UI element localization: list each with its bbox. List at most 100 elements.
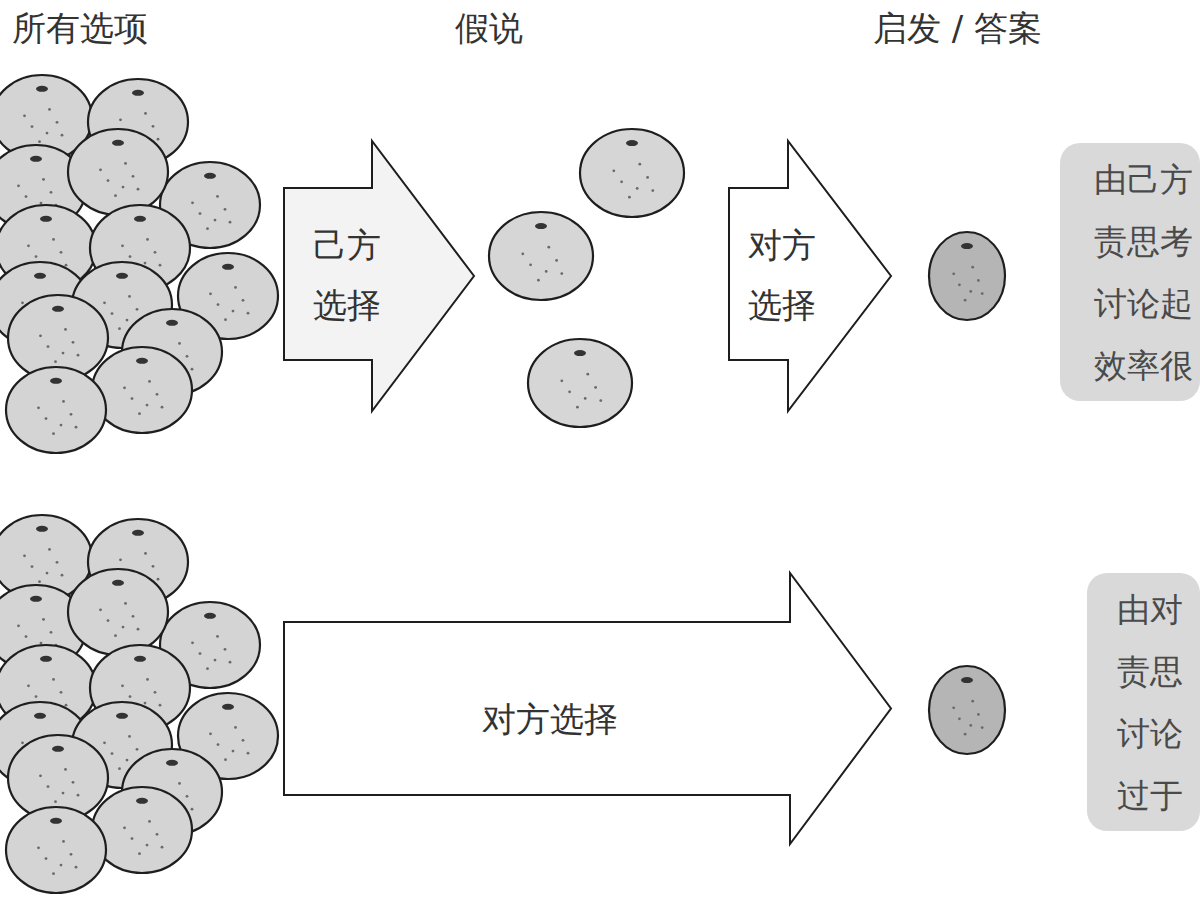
orange-body [929, 232, 1005, 320]
orange-speck [206, 667, 209, 670]
orange-speck [77, 794, 80, 797]
orange-illustration [68, 569, 168, 655]
orange-speck [99, 608, 102, 611]
orange-speck [628, 196, 631, 199]
orange-speck [123, 386, 126, 389]
orange-speck [612, 169, 615, 172]
orange-illustration [528, 339, 632, 427]
orange-speck [206, 227, 209, 230]
orange-speck [124, 162, 127, 165]
orange-speck [118, 767, 121, 770]
orange-speck [568, 390, 571, 393]
orange-speck [27, 684, 30, 687]
orange-speck [157, 578, 160, 581]
orange-speck [62, 792, 65, 795]
orange-speck [521, 252, 524, 255]
orange-speck [61, 574, 64, 577]
orange-body [528, 339, 632, 427]
orange-stem [52, 746, 64, 752]
orange-speck [952, 272, 955, 275]
orange-speck [122, 186, 125, 189]
orange-speck [25, 195, 28, 198]
orange-speck [186, 355, 189, 358]
orange-stem [166, 320, 178, 326]
orange-stem [136, 798, 148, 804]
orange-speck [964, 299, 967, 302]
orange-speck [969, 290, 972, 293]
column-heading: 启发 / 答案 [873, 8, 1042, 48]
orange-speck [47, 345, 50, 348]
orange-illustration [6, 807, 106, 893]
result-box: 由对 责思 讨论 过于 [1087, 573, 1200, 831]
orange-speck [70, 853, 73, 856]
orange-speck [65, 704, 68, 707]
orange-speck [25, 635, 28, 638]
orange-speck [31, 125, 34, 128]
orange-speck [60, 691, 63, 694]
orange-speck [136, 748, 139, 751]
orange-speck [199, 652, 202, 655]
orange-stem [34, 273, 46, 279]
orange-stem [36, 86, 48, 92]
orange-speck [156, 833, 159, 836]
orange-speck [132, 175, 135, 178]
orange-speck [971, 266, 974, 269]
orange-speck [21, 741, 24, 744]
orange-speck [132, 615, 135, 618]
orange-stem [50, 378, 62, 384]
orange-speck [62, 352, 65, 355]
orange-stem [134, 656, 146, 662]
orange-speck [65, 264, 68, 267]
orange-speck [103, 741, 106, 744]
orange-speck [636, 187, 639, 190]
orange-speck [144, 262, 147, 265]
result-text: 由对 责思 讨论 过于 [1117, 579, 1200, 827]
orange-speck [146, 678, 149, 681]
orange-speck [161, 846, 164, 849]
orange-body [68, 569, 168, 655]
orange-speck [646, 176, 649, 179]
orange-speck [969, 724, 972, 727]
arrow-shape [284, 573, 891, 844]
orange-stem [40, 216, 52, 222]
orange-speck [146, 404, 149, 407]
arrow-label: 己方 选择 [313, 215, 403, 335]
orange-speck [60, 864, 63, 867]
orange-speck [103, 301, 106, 304]
orange-stem [204, 173, 216, 179]
orange-speck [981, 726, 984, 729]
orange-speck [529, 263, 532, 266]
orange-speck [119, 118, 122, 121]
orange-speck [144, 552, 147, 555]
orange-speck [27, 244, 30, 247]
orange-stem [961, 243, 973, 249]
orange-stem [132, 530, 144, 536]
orange-speck [60, 424, 63, 427]
block-arrow: 对方选择 [283, 572, 892, 845]
orange-body [68, 129, 168, 215]
orange-speck [178, 342, 181, 345]
orange-speck [144, 702, 147, 705]
orange-stem [222, 704, 234, 710]
orange-speck [178, 782, 181, 785]
orange-speck [50, 191, 53, 194]
orange-speck [977, 279, 980, 282]
orange-speck [37, 406, 40, 409]
arrow-label: 对方选择 [283, 689, 817, 749]
orange-speck [114, 194, 117, 197]
orange-speck [129, 255, 132, 258]
orange-speck [981, 292, 984, 295]
orange-stem [36, 526, 48, 532]
orange-speck [232, 750, 235, 753]
orange-speck [958, 283, 961, 286]
orange-speck [560, 379, 563, 382]
column-heading: 假说 [455, 8, 523, 48]
orange-speck [232, 310, 235, 313]
orange-speck [42, 618, 45, 621]
orange-stem [574, 350, 586, 356]
orange-stem [50, 818, 62, 824]
orange-speck [56, 561, 59, 564]
orange-speck [42, 178, 45, 181]
orange-speck [537, 279, 540, 282]
orange-speck [242, 299, 245, 302]
